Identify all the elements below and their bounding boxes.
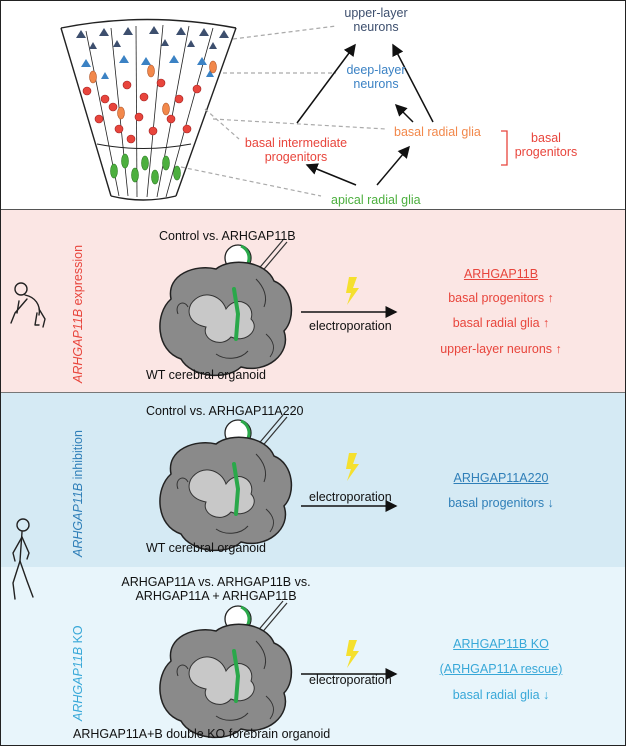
basal-radial-glia-label: basal radial glia [394,125,481,139]
result-1-0: basal progenitors ↑ [448,291,554,305]
chimpanzee-icon [10,282,46,328]
method-2: electroporation [309,490,392,504]
deep-layer-neurons [81,55,214,79]
basal-progenitors-bracket [501,130,508,166]
lineage-arrows [296,43,434,186]
condition-1: Control vs. ARHGAP11B [159,229,296,243]
knockout-panel [1,567,625,745]
organoid-label-2: WT cerebral organoid [146,541,266,555]
result-1-1: basal radial glia ↑ [452,316,550,330]
lightning-icon [346,640,359,668]
condition-2: Control vs. ARHGAP11A220 [146,404,304,418]
human-icon [12,518,34,600]
apical-radial-glia [110,153,181,185]
result-title-1: ARHGAP11B [463,267,539,281]
organoid-label-3: ARHGAP11A+B double KO forebrain organoid [73,727,331,741]
expression-panel [1,210,625,393]
apical-radial-glia-label: apical radial glia [331,193,421,207]
basal-radial-glia [89,60,217,120]
lightning-icon [346,453,359,481]
cortex-wedge [60,18,237,201]
upper-layer-neurons [76,26,229,49]
basal-intermediate-progenitors [82,78,202,144]
result-title-2: ARHGAP11A220 [453,471,549,485]
inhibition-panel [1,393,625,567]
organoid-2 [157,435,294,553]
method-3: electroporation [309,673,392,687]
result-2-0: basal progenitors ↓ [448,496,554,510]
lightning-icon [346,277,359,305]
organoid-1 [157,260,294,378]
organoid-label-1: WT cerebral organoid [146,368,266,382]
result-3-0: basal radial glia ↓ [452,688,550,702]
organoid-3 [157,622,294,740]
dashed-leader-lines [180,25,387,197]
method-1: electroporation [309,319,392,333]
condition-3: ARHGAP11A vs. ARHGAP11B vs.ARHGAP11A + A… [121,575,311,603]
result-1-2: upper-layer neurons ↑ [440,342,562,356]
result-title-3b: (ARHGAP11A rescue) [439,662,563,676]
result-title-3: ARHGAP11B KO [453,637,549,651]
